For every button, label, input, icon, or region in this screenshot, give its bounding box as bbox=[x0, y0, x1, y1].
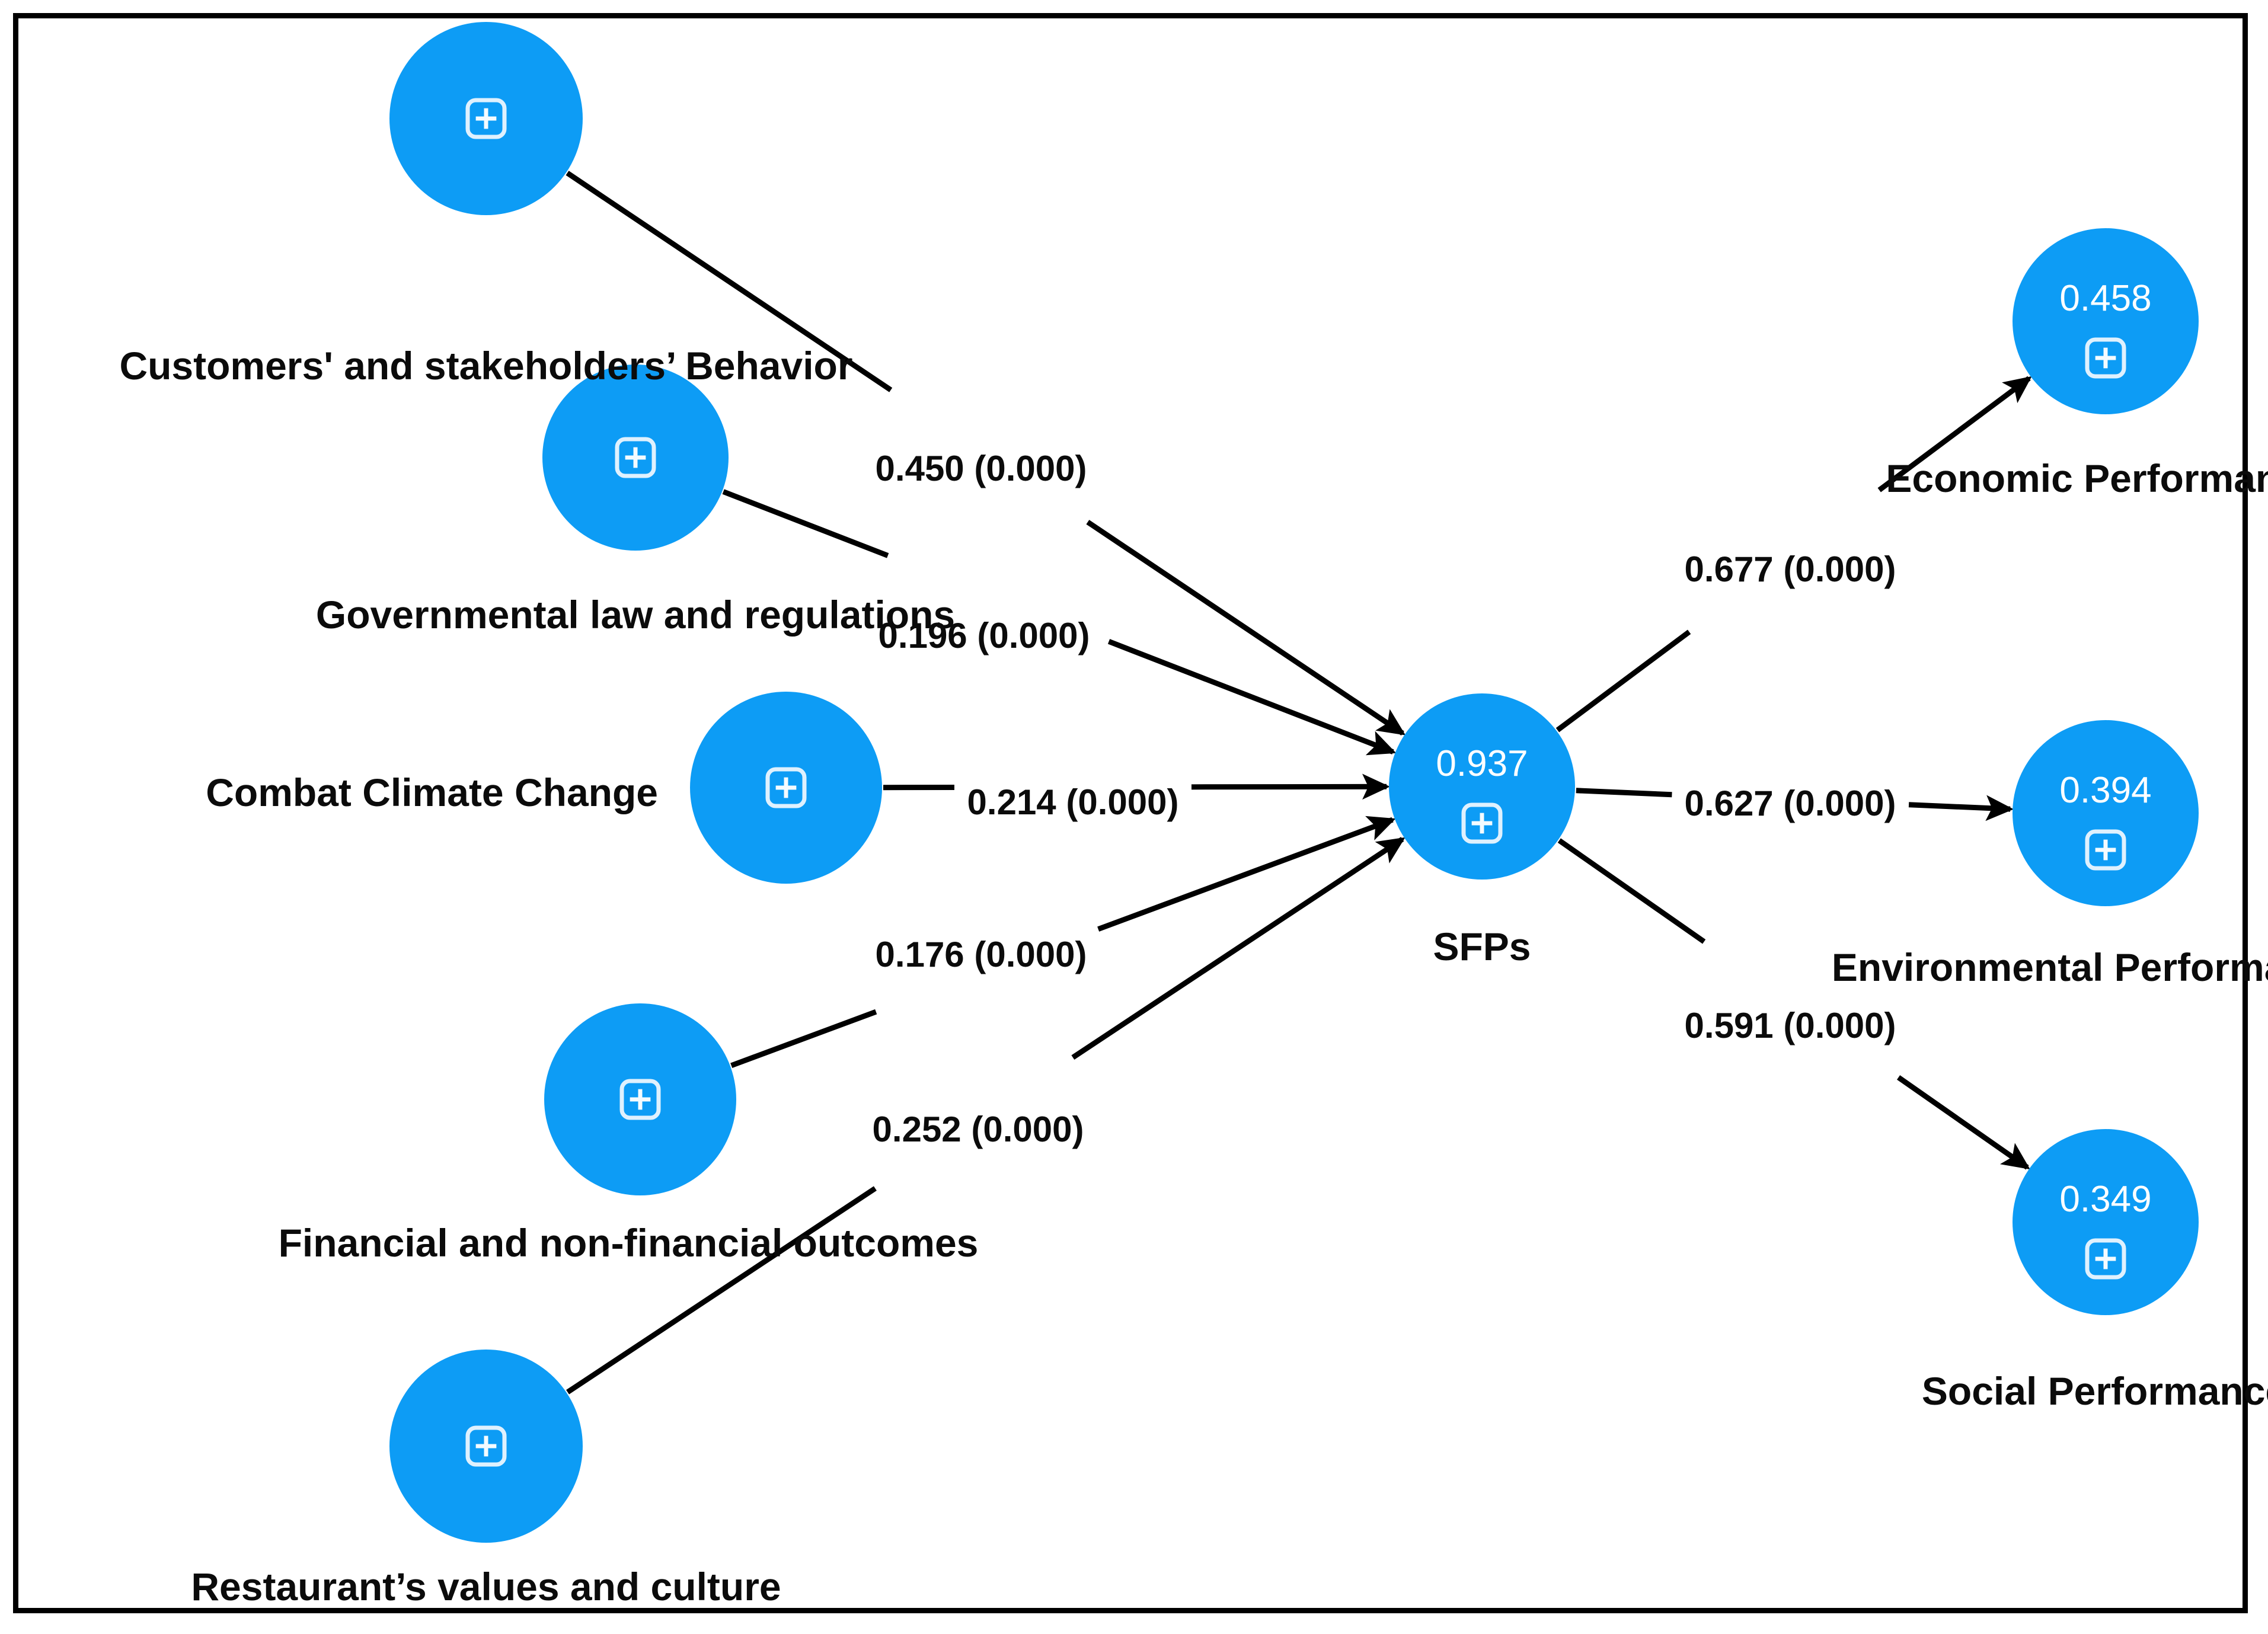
diagram-frame bbox=[13, 13, 2248, 1613]
